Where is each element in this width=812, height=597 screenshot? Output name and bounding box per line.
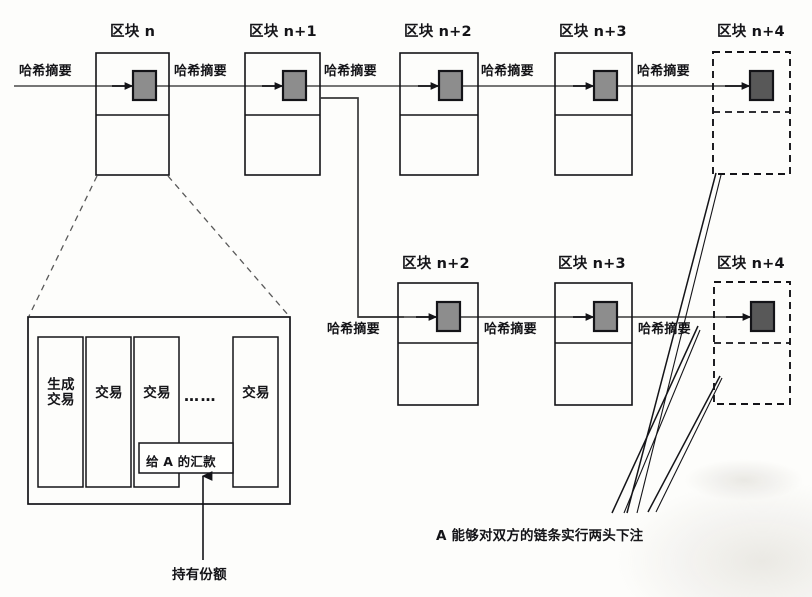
block-title-main-3: 区块 n+3: [559, 24, 627, 40]
block-title-main-0: 区块 n: [110, 24, 156, 40]
hash-label-main-2: 哈希摘要: [324, 64, 377, 79]
fork-chain-group: [358, 281, 791, 406]
detail-box-group: [27, 316, 291, 560]
hash-label-fork-2: 哈希摘要: [638, 322, 691, 337]
transaction-label-1: 交易: [95, 385, 123, 401]
hash-label-main-3: 哈希摘要: [481, 64, 534, 79]
holding-share-label: 持有份额: [172, 567, 227, 583]
block-title-main-4: 区块 n+4: [717, 24, 785, 40]
hash-label-main-1: 哈希摘要: [174, 64, 227, 79]
transaction-label-0-line-0: 生成: [47, 377, 75, 393]
detail-expansion-lines: [28, 175, 290, 317]
transaction-label-2: 交易: [143, 385, 171, 401]
hash-label-fork-1: 哈希摘要: [484, 322, 537, 337]
block-title-fork-1: 区块 n+3: [558, 256, 626, 272]
hash-label-fork-0: 哈希摘要: [327, 322, 380, 337]
transactions-ellipsis: ……: [184, 387, 217, 405]
figure-caption: A 能够对双方的链条实行两头下注: [436, 528, 644, 544]
block-title-main-2: 区块 n+2: [404, 24, 472, 40]
hash-label-main-4: 哈希摘要: [637, 64, 690, 79]
caption-pointer-lines: [611, 172, 723, 514]
block-title-fork-2: 区块 n+4: [717, 256, 785, 272]
main-chain-group: [14, 51, 791, 176]
block-title-fork-0: 区块 n+2: [402, 256, 470, 272]
hash-label-main-0: 哈希摘要: [19, 64, 72, 79]
transaction-label-3: 交易: [242, 385, 270, 401]
block-title-main-1: 区块 n+1: [249, 24, 317, 40]
transaction-label-0-line-1: 交易: [47, 391, 75, 408]
transaction-label-0: 生成 交易: [43, 378, 79, 407]
remittance-callout-label: 给 A 的汇款: [146, 454, 216, 469]
fork-connector: [320, 97, 404, 318]
